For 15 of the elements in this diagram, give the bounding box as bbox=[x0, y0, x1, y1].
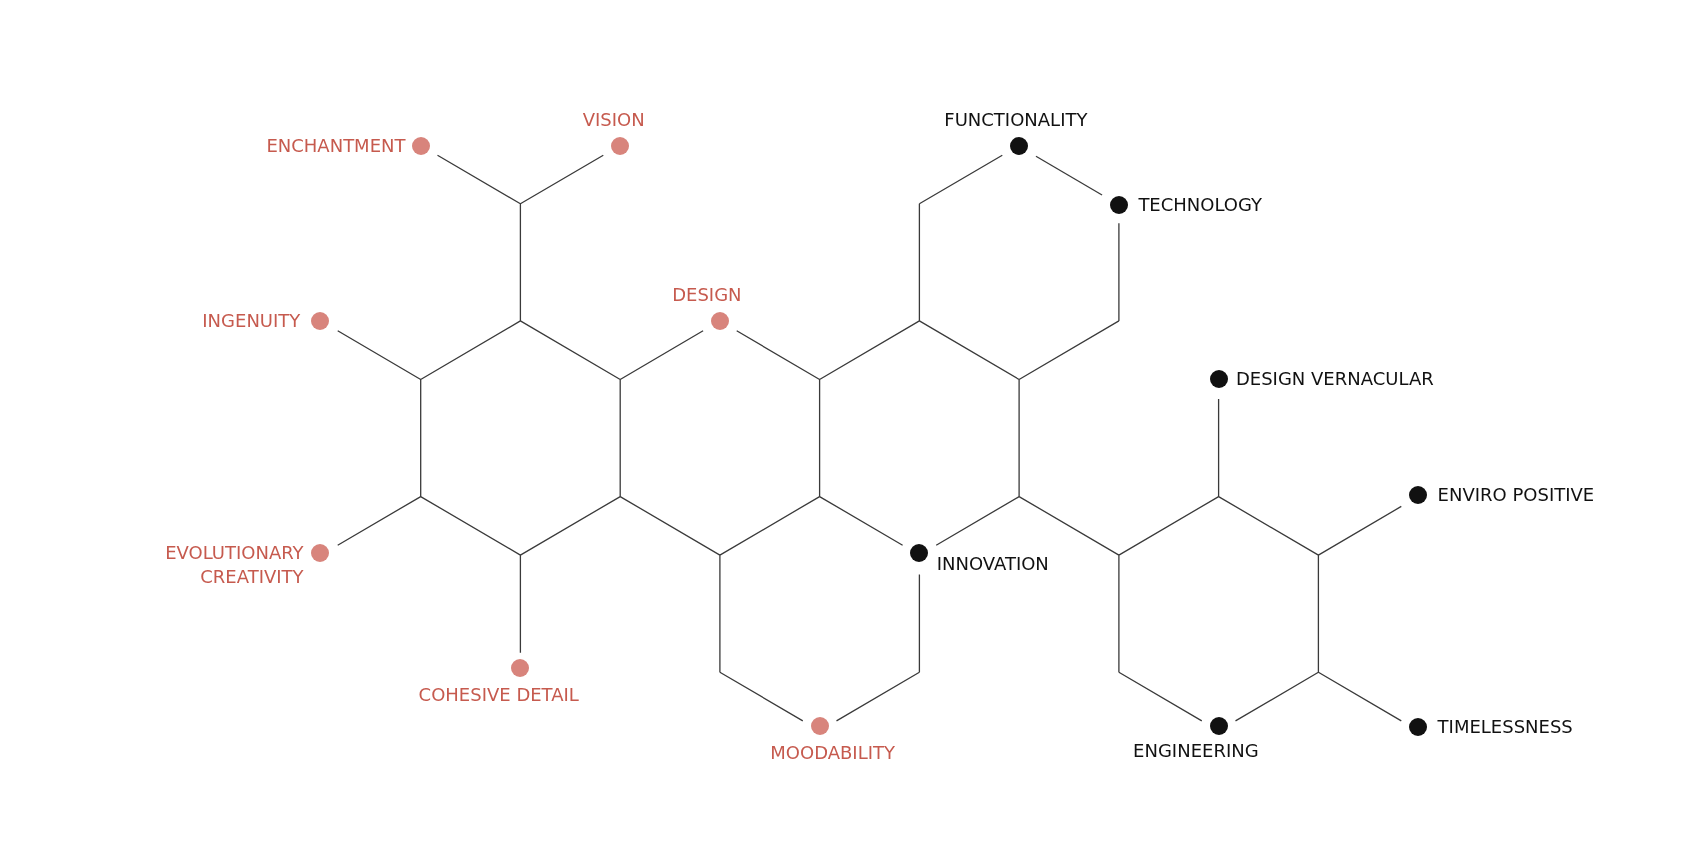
concept-label: DESIGN bbox=[672, 282, 742, 307]
concept-label: ENGINEERING bbox=[1133, 739, 1259, 764]
concept-label: TECHNOLOGY bbox=[1138, 192, 1263, 217]
connector-line bbox=[1035, 155, 1103, 196]
concept-label: MOODABILITY bbox=[770, 741, 895, 766]
concept-label: DESIGN VERNACULAR bbox=[1235, 367, 1434, 392]
concept-label: INGENUITY bbox=[202, 308, 301, 333]
concept-label: INNOVATION bbox=[936, 551, 1049, 576]
concept-label: EVOLUTIONARY CREATIVITY bbox=[164, 540, 304, 589]
concept-label: COHESIVE DETAIL bbox=[418, 682, 579, 707]
concept-label: ENVIRO POSITIVE bbox=[1437, 483, 1595, 508]
concept-label: FUNCTIONALITY bbox=[944, 108, 1088, 133]
concept-label: TIMELESSNESS bbox=[1437, 715, 1573, 740]
concept-label: VISION bbox=[582, 108, 645, 133]
concept-label: ENCHANTMENT bbox=[266, 134, 406, 159]
